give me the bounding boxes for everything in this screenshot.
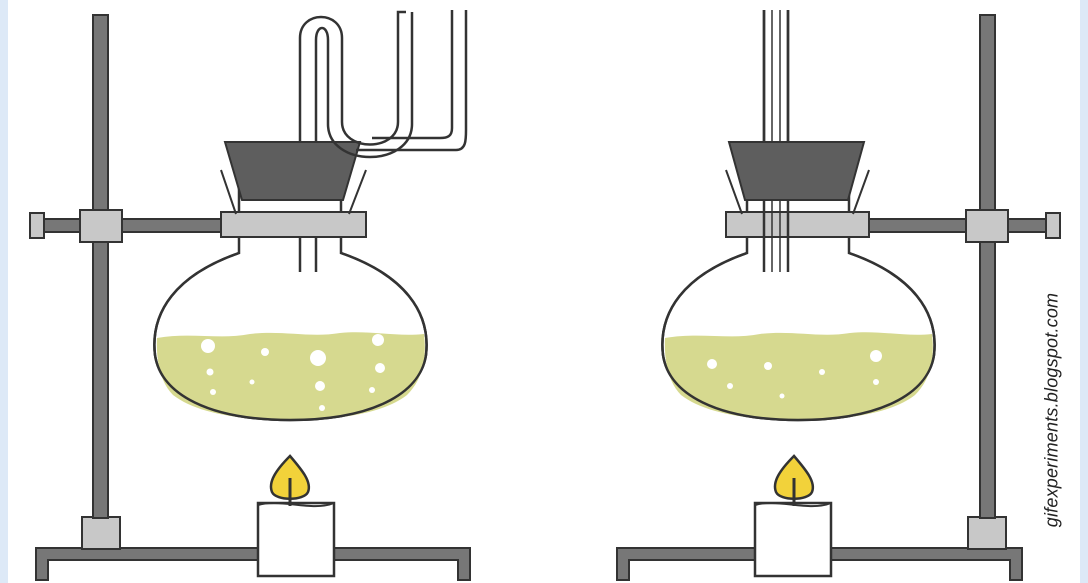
bubble [372,334,384,346]
right-apparatus [616,10,1061,581]
bubble [369,387,375,393]
left-flask-liquid [156,332,425,420]
right-flask-outline [661,251,936,422]
right-rubber-stopper [727,141,866,201]
right-clamp-knob [1045,212,1061,239]
bubble [210,389,216,395]
bubble [375,363,385,373]
bubble [870,350,882,362]
right-boss-head [965,209,1009,243]
bubble [249,379,255,385]
bubble [819,369,825,375]
right-stand-base [616,547,1023,581]
right-clamp-arm [864,218,1049,233]
right-flask-liquid [664,332,933,420]
left-tube-return [356,10,468,152]
left-clamp-arm [41,218,223,233]
right-bubbles [707,350,882,399]
left-bent-tube-inner [314,12,414,159]
left-rubber-stopper [223,141,362,201]
left-apparatus [29,10,471,581]
left-candle-top [257,501,335,508]
bubble [727,383,733,389]
left-boss-head [79,209,123,243]
right-rod-foot [967,516,1007,550]
left-clamp-prong [220,169,367,215]
bubble [206,368,214,376]
left-stand-base [35,547,471,581]
bubble [310,350,326,366]
right-candle [753,501,833,578]
left-clamp-knob [29,212,45,239]
bubble [315,381,325,391]
bubble [261,348,269,356]
bubble [319,405,325,411]
right-neck-clamp [725,211,870,238]
bubble [779,393,785,399]
left-neck-clamp [220,211,367,238]
left-stand-rod [92,14,109,519]
right-stand-rod [979,14,996,519]
credit-watermark: gifexperiments.blogspot.com [1041,292,1062,528]
left-glass-tube [298,236,318,272]
left-flask-outline [153,251,428,422]
bubble [764,362,772,370]
left-bent-tube [298,10,406,146]
left-candle [256,501,336,578]
right-tube-over-stopper [762,10,790,142]
bubble [201,339,215,353]
right-clamp-prong [725,169,870,215]
bubble [873,379,879,385]
left-bent-tube-outer [356,120,384,135]
left-rod-foot [81,516,121,550]
bubble [707,359,717,369]
left-bubbles [201,334,385,411]
